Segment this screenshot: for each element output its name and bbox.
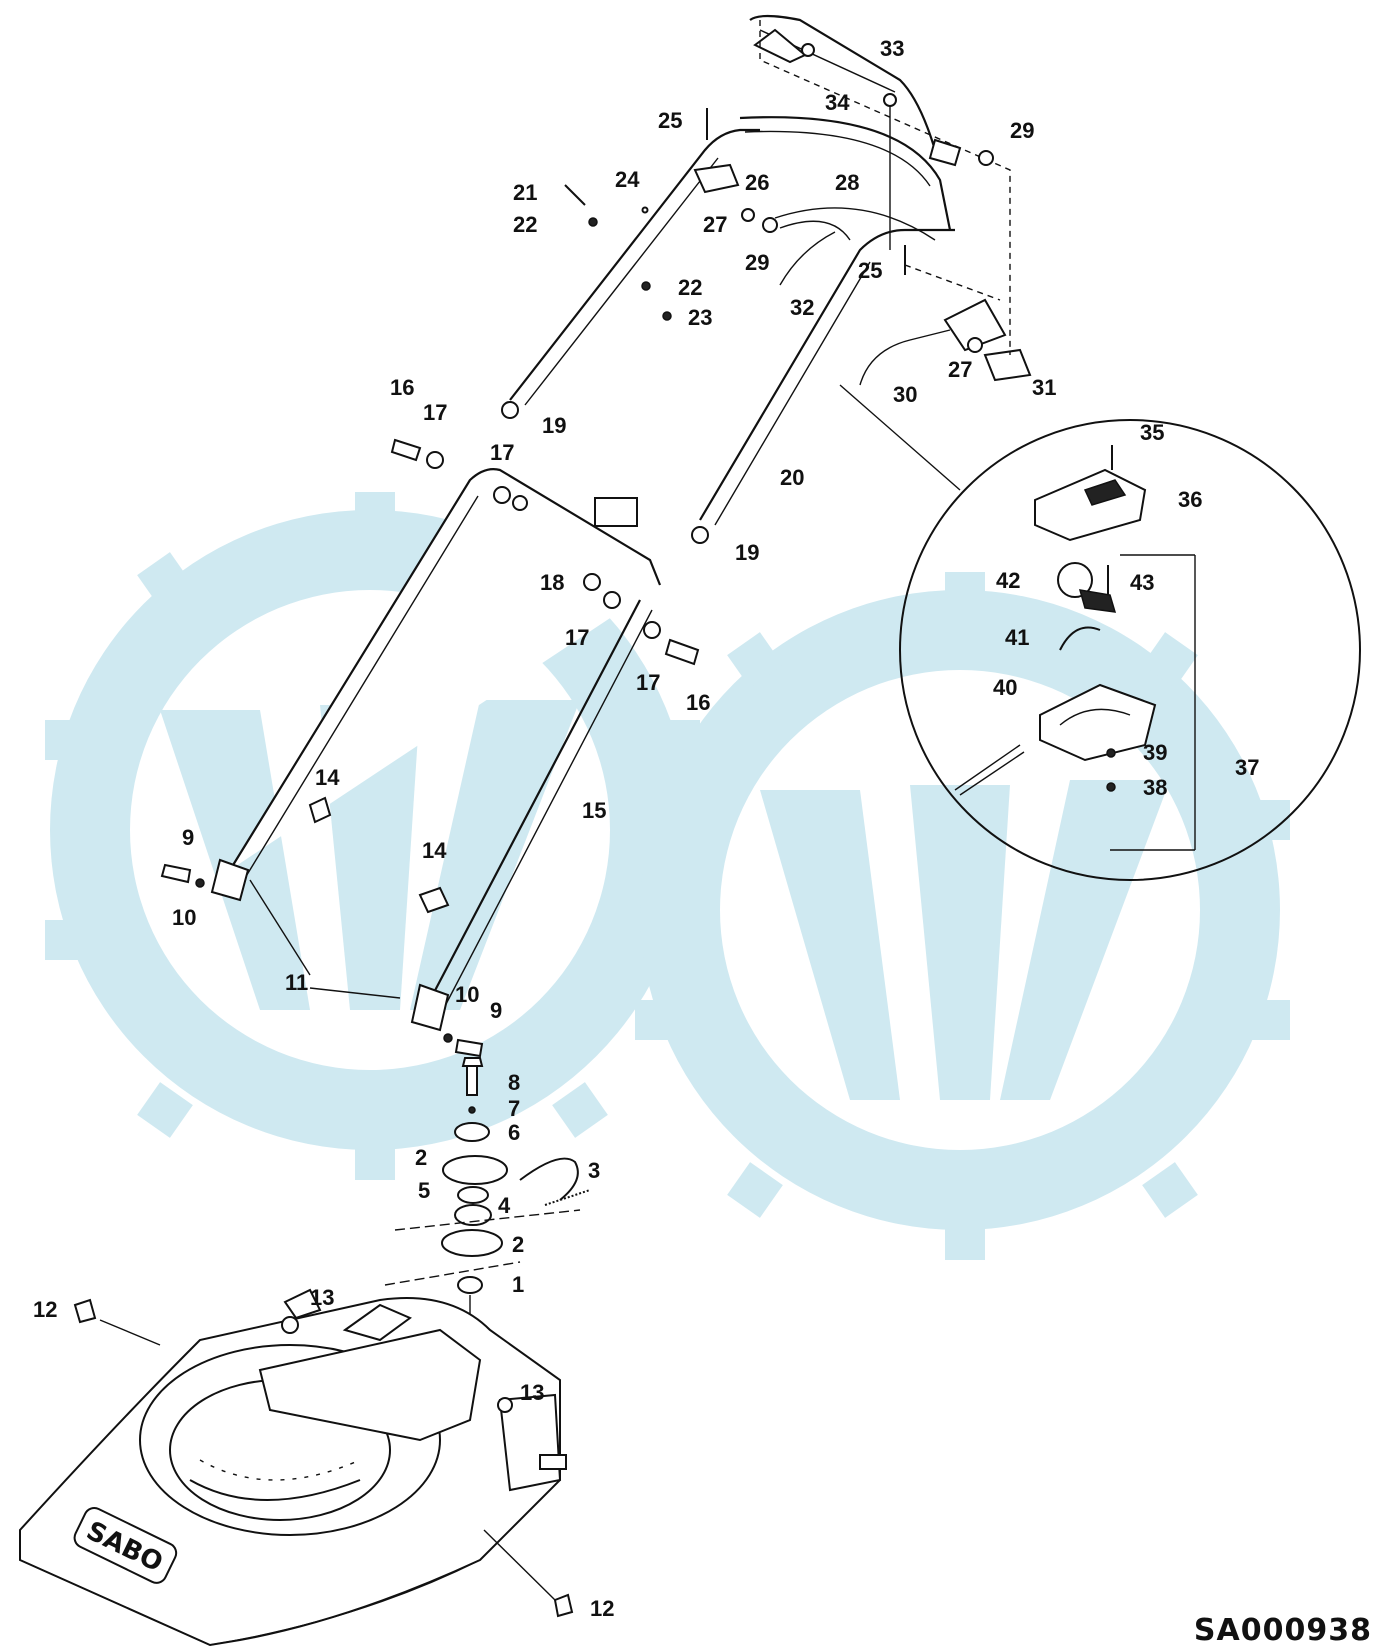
callout-11: 11 — [285, 970, 308, 995]
callout-38: 38 — [1143, 775, 1167, 800]
callout-13: 13 — [310, 1285, 334, 1310]
callout-31: 31 — [1032, 375, 1056, 400]
lower-handle-assembly — [160, 438, 700, 1058]
callout-25: 25 — [858, 258, 882, 283]
callout-37: 37 — [1235, 755, 1259, 780]
callout-8: 8 — [508, 1070, 520, 1095]
callout-12: 12 — [590, 1596, 614, 1621]
callout-5: 5 — [418, 1178, 430, 1203]
callout-17: 17 — [423, 400, 447, 425]
callout-7: 7 — [508, 1096, 520, 1121]
callout-21: 21 — [513, 180, 537, 205]
callout-12: 12 — [33, 1297, 57, 1322]
callout-42: 42 — [996, 568, 1020, 593]
callout-3: 3 — [588, 1158, 600, 1183]
callout-41: 41 — [1005, 625, 1029, 650]
callout-13: 13 — [520, 1380, 544, 1405]
callout-27: 27 — [703, 212, 727, 237]
callout-18: 18 — [540, 570, 564, 595]
callout-15: 15 — [582, 798, 606, 823]
callout-22: 22 — [513, 212, 537, 237]
callout-16: 16 — [390, 375, 414, 400]
callout-2: 2 — [415, 1145, 427, 1170]
callout-19: 19 — [735, 540, 759, 565]
callout-17: 17 — [565, 625, 589, 650]
callout-16: 16 — [686, 690, 710, 715]
callout-39: 39 — [1143, 740, 1167, 765]
callout-25: 25 — [658, 108, 682, 133]
callout-34: 34 — [825, 90, 850, 115]
callout-10: 10 — [172, 905, 196, 930]
callout-19: 19 — [542, 413, 566, 438]
callout-27: 27 — [948, 357, 972, 382]
callout-14: 14 — [422, 838, 447, 863]
callout-24: 24 — [615, 167, 640, 192]
callout-29: 29 — [745, 250, 769, 275]
callout-20: 20 — [780, 465, 804, 490]
callout-17: 17 — [490, 440, 514, 465]
callout-36: 36 — [1178, 487, 1202, 512]
callout-4: 4 — [498, 1193, 511, 1218]
callout-1: 1 — [512, 1272, 524, 1297]
callout-22: 22 — [678, 275, 702, 300]
callout-6: 6 — [508, 1120, 520, 1145]
callout-40: 40 — [993, 675, 1017, 700]
callout-labels: 1 2 2 3 4 5 6 7 8 9 9 10 10 11 12 12 13 … — [33, 36, 1259, 1621]
callout-32: 32 — [790, 295, 814, 320]
drawing-code: SA000938 — [1193, 1613, 1372, 1648]
mower-deck: SABO — [19, 1288, 574, 1647]
callout-17: 17 — [636, 670, 660, 695]
callout-2: 2 — [512, 1232, 524, 1257]
callout-9: 9 — [182, 825, 194, 850]
callout-33: 33 — [880, 36, 904, 61]
callout-10: 10 — [455, 982, 479, 1007]
callout-23: 23 — [688, 305, 712, 330]
callout-29: 29 — [1010, 118, 1034, 143]
callout-28: 28 — [835, 170, 859, 195]
callout-26: 26 — [745, 170, 769, 195]
control-box-detail — [899, 419, 1361, 881]
callout-43: 43 — [1130, 570, 1154, 595]
callout-9: 9 — [490, 998, 502, 1023]
pulley-stack — [384, 1057, 591, 1420]
callout-30: 30 — [893, 382, 917, 407]
callout-35: 35 — [1140, 420, 1164, 445]
upper-handle-assembly — [501, 14, 1032, 544]
callout-14: 14 — [315, 765, 340, 790]
